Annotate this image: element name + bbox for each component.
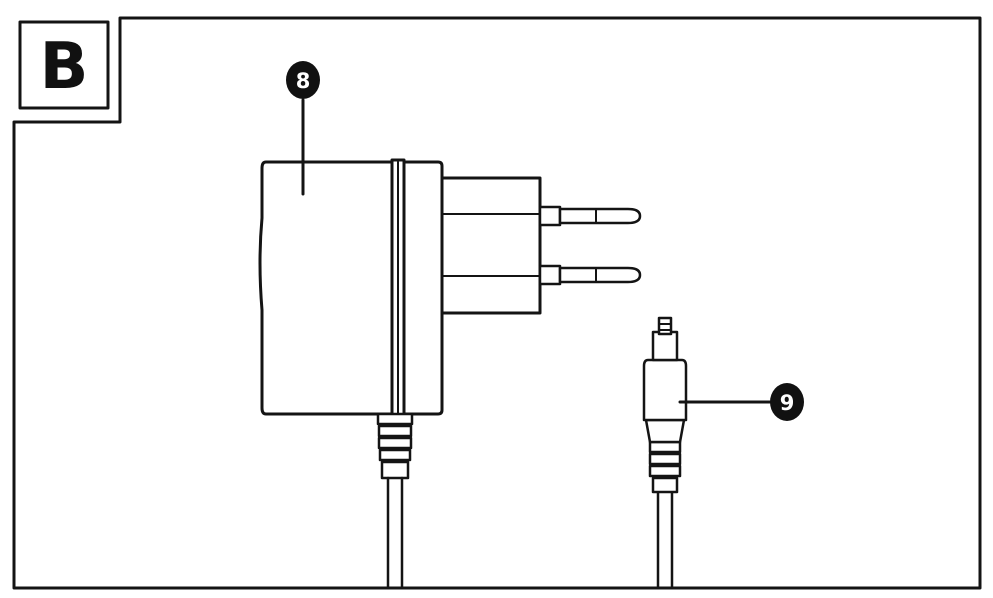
- power-adapter-body: [258, 160, 394, 416]
- dc-plug: [642, 316, 688, 590]
- callout-9-marker: [770, 383, 804, 421]
- adapter-plug-housing: [402, 160, 444, 416]
- power-adapter: [258, 158, 642, 590]
- callout-9-number: 9: [780, 391, 795, 415]
- callout-9: 9: [678, 383, 804, 421]
- callout-8-number: 8: [296, 69, 311, 93]
- plug-base: [440, 176, 542, 315]
- callout-8: 8: [286, 61, 320, 196]
- plug-pin-upper: [538, 205, 642, 227]
- panel-label-box: [18, 20, 110, 110]
- plug-pin-lower: [538, 264, 642, 286]
- diagram-frame: [12, 16, 982, 590]
- adapter-strain-relief: [376, 412, 414, 480]
- dc-plug-tip: [657, 316, 673, 336]
- dc-plug-grip: [642, 358, 688, 422]
- callout-8-marker: [286, 61, 320, 99]
- panel-label: B: [40, 30, 89, 104]
